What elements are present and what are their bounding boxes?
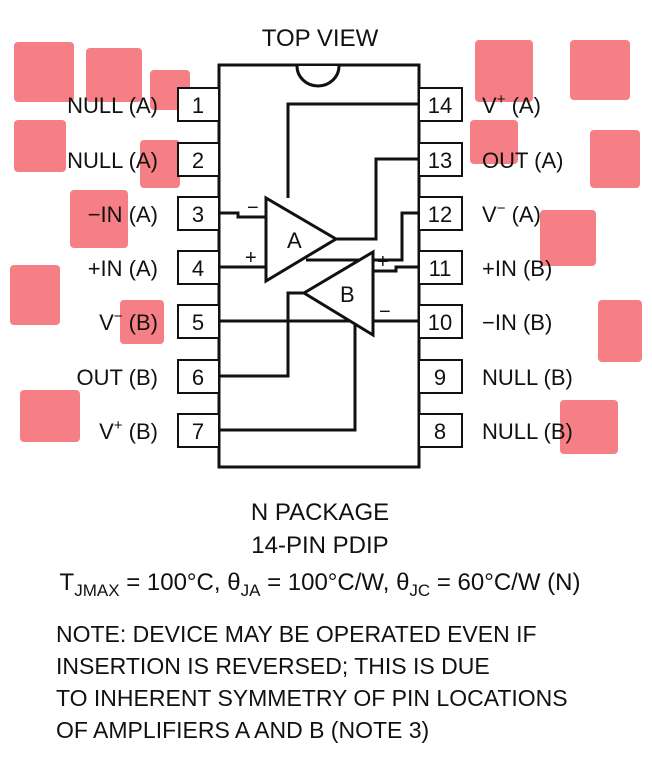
diagram-title: TOP VIEW bbox=[262, 25, 379, 52]
pin-9-label: NULL (B) bbox=[482, 365, 573, 390]
wire-pin6-out-b bbox=[219, 291, 304, 378]
pin-13-number: 13 bbox=[428, 148, 452, 173]
pin-10-label: −IN (B) bbox=[482, 310, 552, 335]
amplifier-a-minus-sign: − bbox=[247, 197, 259, 219]
pin-1-number: 1 bbox=[192, 93, 204, 118]
note-line-3: TO INHERENT SYMMETRY OF PIN LOCATIONS bbox=[56, 685, 568, 711]
wire-pin3-minus-in-a bbox=[219, 211, 266, 219]
pin-1-label: NULL (A) bbox=[67, 93, 158, 118]
pin-6-box bbox=[177, 359, 220, 394]
thermal-specs: TJMAX = 100°C, θJA = 100°C/W, θJC = 60°C… bbox=[60, 569, 581, 600]
pin-2-number: 2 bbox=[192, 148, 204, 173]
pin-6-number: 6 bbox=[192, 365, 204, 390]
wire-pin13-out-a bbox=[336, 157, 419, 241]
pin-2-box bbox=[177, 142, 220, 177]
amplifier-b-name: B bbox=[340, 282, 355, 307]
pin-11-number: 11 bbox=[429, 256, 452, 281]
pin-5-label: V− (B) bbox=[99, 308, 158, 335]
pin-12-number: 12 bbox=[428, 202, 452, 227]
left-pins bbox=[177, 87, 220, 448]
amplifier-b-minus-sign: − bbox=[379, 301, 391, 323]
pin-8-box bbox=[418, 413, 463, 448]
pin-14-label: V+ (A) bbox=[482, 91, 541, 118]
pin-9-number: 9 bbox=[434, 365, 446, 390]
pin-14-box bbox=[418, 87, 463, 122]
note-line-2: INSERTION IS REVERSED; THIS IS DUE bbox=[56, 653, 490, 679]
amplifier-a-plus-sign: + bbox=[245, 247, 257, 269]
pin-8-label: NULL (B) bbox=[482, 419, 573, 444]
pin-6-label: OUT (B) bbox=[77, 365, 158, 390]
pin-2-label: NULL (A) bbox=[67, 148, 158, 173]
pin-5-number: 5 bbox=[192, 310, 204, 335]
pin-8-number: 8 bbox=[434, 419, 446, 444]
amplifier-b-plus-sign: + bbox=[377, 251, 389, 273]
pin-10-box bbox=[418, 304, 463, 339]
pin-3-label: −IN (A) bbox=[88, 202, 158, 227]
pin-7-label: V+ (B) bbox=[99, 417, 158, 444]
pin-4-number: 4 bbox=[192, 256, 204, 281]
note-line-4: OF AMPLIFIERS A AND B (NOTE 3) bbox=[56, 717, 429, 743]
pin-4-label: +IN (A) bbox=[88, 256, 158, 281]
pin-14-number: 14 bbox=[428, 93, 452, 118]
orientation-notch bbox=[295, 65, 341, 88]
pin-3-number: 3 bbox=[192, 202, 204, 227]
amplifier-b-symbol bbox=[301, 249, 375, 338]
pin-10-number: 10 bbox=[428, 310, 452, 335]
pin-1-box bbox=[177, 87, 220, 122]
package-pin-count: 14-PIN PDIP bbox=[251, 532, 388, 559]
pin-3-box bbox=[177, 196, 220, 231]
pin-9-box bbox=[418, 359, 463, 394]
pin-12-label: V− (A) bbox=[482, 200, 541, 227]
pin-5-box bbox=[177, 304, 220, 339]
pin-7-number: 7 bbox=[192, 419, 204, 444]
wire-pin7-vplus-b bbox=[219, 318, 357, 432]
watermark bbox=[10, 40, 642, 454]
wire-pin11-plus-in-b bbox=[373, 265, 419, 273]
pin-13-label: OUT (A) bbox=[482, 148, 563, 173]
package-name: N PACKAGE bbox=[251, 499, 389, 526]
note-line-1: NOTE: DEVICE MAY BE OPERATED EVEN IF bbox=[56, 621, 537, 647]
wire-pin14-vplus-a bbox=[286, 102, 419, 198]
amplifier-a-symbol bbox=[264, 195, 339, 284]
amplifier-a-name: A bbox=[287, 228, 302, 253]
wire-pin12-vminus-a bbox=[306, 211, 419, 262]
pin-13-box bbox=[418, 142, 463, 177]
pin-11-label: +IN (B) bbox=[482, 256, 552, 281]
note-block: NOTE: DEVICE MAY BE OPERATED EVEN IF INS… bbox=[56, 621, 568, 743]
